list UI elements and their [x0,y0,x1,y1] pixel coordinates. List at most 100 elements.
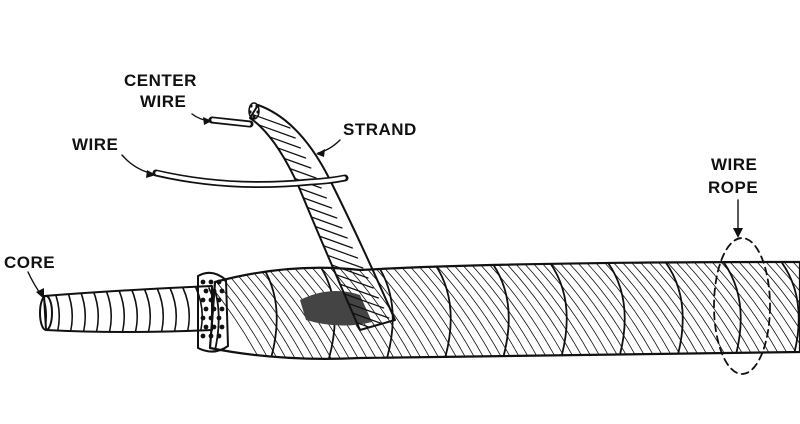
strand-end-dot [249,104,253,108]
rope-wire-line [378,262,450,359]
rope-wire-line [576,262,648,359]
wire-rope-label-line1: WIRE [711,155,757,174]
strand-wire-line [296,219,348,239]
wire-rope-body [197,260,800,360]
rope-wire-line [513,262,585,359]
rope-strand-boundary [373,262,394,359]
rope-wire-line [567,262,639,359]
core-twist-line [104,287,113,332]
core-twist-line [117,287,126,332]
rope-wire-line [387,262,459,359]
rope-wire-line [630,262,702,359]
rope-wire-line [459,262,531,359]
rope-wire-line [468,262,540,359]
core-arrowhead [36,288,44,299]
end-wire-dot [208,279,214,285]
rope-wire-line [774,262,800,359]
end-wire-dot [200,315,206,321]
center-wire-label-line1: CENTER [124,71,197,90]
strand-wire-line [291,209,343,229]
strand-end-dot [256,110,260,114]
strand-wire-line [307,239,359,259]
rope-wire-line [639,262,711,359]
strand-wire-line [265,159,317,179]
rope-wire-line [711,262,783,359]
rope-strand-boundary [431,262,452,359]
core-twist-line [182,287,191,332]
rope-wire-line [432,262,504,359]
wire-rope-arrowhead [733,228,743,238]
wire-illustration [152,169,349,189]
rope-wire-line [747,262,800,359]
rope-strand-boundary [721,262,742,359]
end-wire-dot [216,297,222,303]
rope-wire-line [720,262,792,359]
rope-wire-line [261,262,333,359]
wire-rope-label-line2: ROPE [708,178,758,197]
rope-wire-line [210,262,261,359]
wire-rope-outline [713,237,771,375]
rope-wire-line [450,262,522,359]
wire-label: WIRE [72,135,118,154]
strand-leader [317,139,341,154]
end-wire-dot [216,333,222,339]
rope-wire-line [540,262,612,359]
strand-wire-line [255,139,307,159]
rope-wire-line [684,262,756,359]
rope-strand-boundary [547,262,568,359]
rope-wire-line [585,262,657,359]
rope-wire-line [360,262,432,359]
center-wire-label-line2: WIRE [140,92,186,111]
end-wire-dot [203,324,209,330]
rope-strand-boundary [779,262,800,359]
rope-wire-line [486,262,558,359]
end-wire-dot [211,306,217,312]
end-wire-dot [211,288,217,294]
rope-wire-line [594,262,666,359]
rope-wire-line [666,262,738,359]
core-illustration [39,285,213,333]
rope-wire-line [504,262,576,359]
strand-wire-line [286,199,338,219]
strand-end-dot [252,115,256,119]
core-twist-line [130,287,139,332]
core-twist-line [156,287,165,332]
core-label: CORE [4,253,55,272]
rope-wire-line [693,262,765,359]
center-wire-arrowhead [203,117,212,125]
rope-wire-line [549,262,621,359]
rope-wire-line [657,262,729,359]
rope-wire-line [648,262,720,359]
rope-wire-line [675,262,747,359]
rope-wire-line [210,262,270,359]
rope-wire-line [333,262,405,359]
end-wire-dot [200,297,206,303]
strand-end-dot [248,110,252,114]
strand-wire-line [260,149,312,169]
rope-wire-line [369,262,441,359]
strand-arrowhead [316,149,325,157]
center-wire-illustration [208,116,254,128]
rope-wire-line [441,262,513,359]
rope-wire-line [738,262,800,359]
core-twist-line [78,287,87,332]
rope-wire-line [531,262,603,359]
wire-leader [121,154,155,175]
rope-wire-line [423,262,495,359]
rope-wire-line [612,262,684,359]
rope-wire-line [603,262,675,359]
core-twist-line [208,287,212,332]
wire-arrowhead [146,170,156,178]
end-wire-dot [219,306,225,312]
core-twist-line [169,287,178,332]
end-wire-dot [208,333,214,339]
rope-wire-line [405,262,477,359]
rope-wire-line [477,262,549,359]
end-wire-dot [219,288,225,294]
end-wire-dot [208,297,214,303]
strand-wire-line [250,109,291,129]
rope-wire-line [729,262,800,359]
end-wire-dot [208,315,214,321]
rope-strand-boundary [489,262,510,359]
